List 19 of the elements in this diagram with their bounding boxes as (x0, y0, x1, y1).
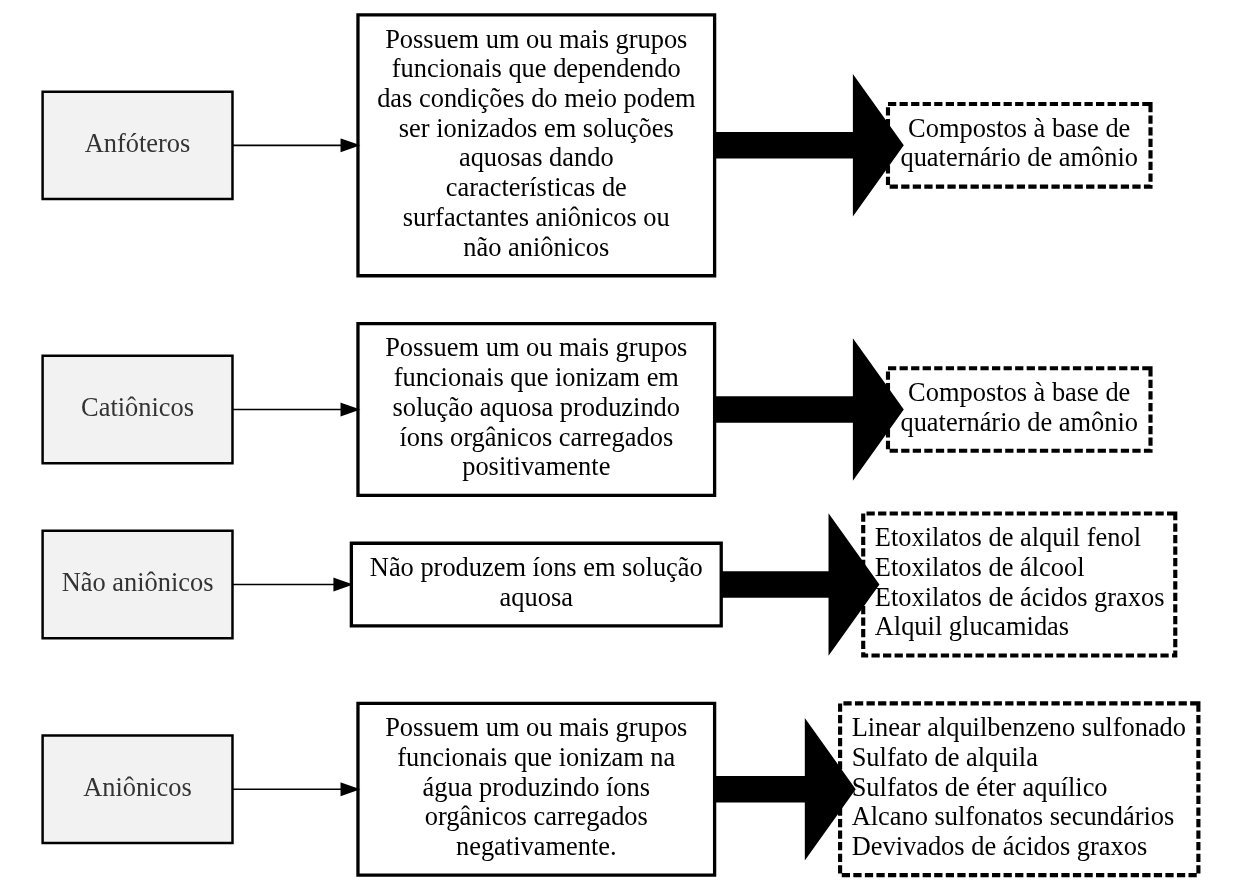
arrow (232, 138, 361, 153)
arrow (232, 782, 361, 797)
node-box: Etoxilatos de alquil fenol Etoxilatos de álcool Etoxilatos de ácidos graxos Alquil glucamidas (861, 511, 1178, 658)
arrow (232, 402, 361, 417)
arrow (715, 338, 904, 481)
node-box: Anfóteros (41, 90, 234, 201)
node-box: Linear alquilbenzeno sulfonado Sulfato de alquila Sulfatos de éter aquílico Alcano sulfonatos secundários Devivados de ácidos graxos (838, 701, 1201, 878)
arrow (715, 718, 856, 861)
node-box: Compostos à base de quaternário de amônio (885, 101, 1153, 189)
node-box: Aniônicos (41, 734, 234, 845)
node-box: Não produzem íons em solução aquosa (349, 541, 723, 628)
node-box: Compostos à base de quaternário de amônio (885, 366, 1153, 453)
node-box: Possuem um ou mais grupos funcionais que ionizam em solução aquosa produzindo íons orgânicos carregados positivamente (356, 322, 717, 497)
node-box: Não aniônicos (41, 529, 234, 640)
node-box: Catiônicos (41, 354, 234, 465)
arrow (721, 513, 880, 656)
node-box: Possuem um ou mais grupos funcionais que ionizam na água produzindo íons orgânicos carregados negativamente. (356, 701, 717, 877)
node-box: Possuem um ou mais grupos funcionais que dependendo das condições do meio podem ser ionizados em soluções aquosas dando características de surfactantes aniônicos ou não aniônicos (356, 13, 717, 278)
arrow (715, 74, 904, 217)
